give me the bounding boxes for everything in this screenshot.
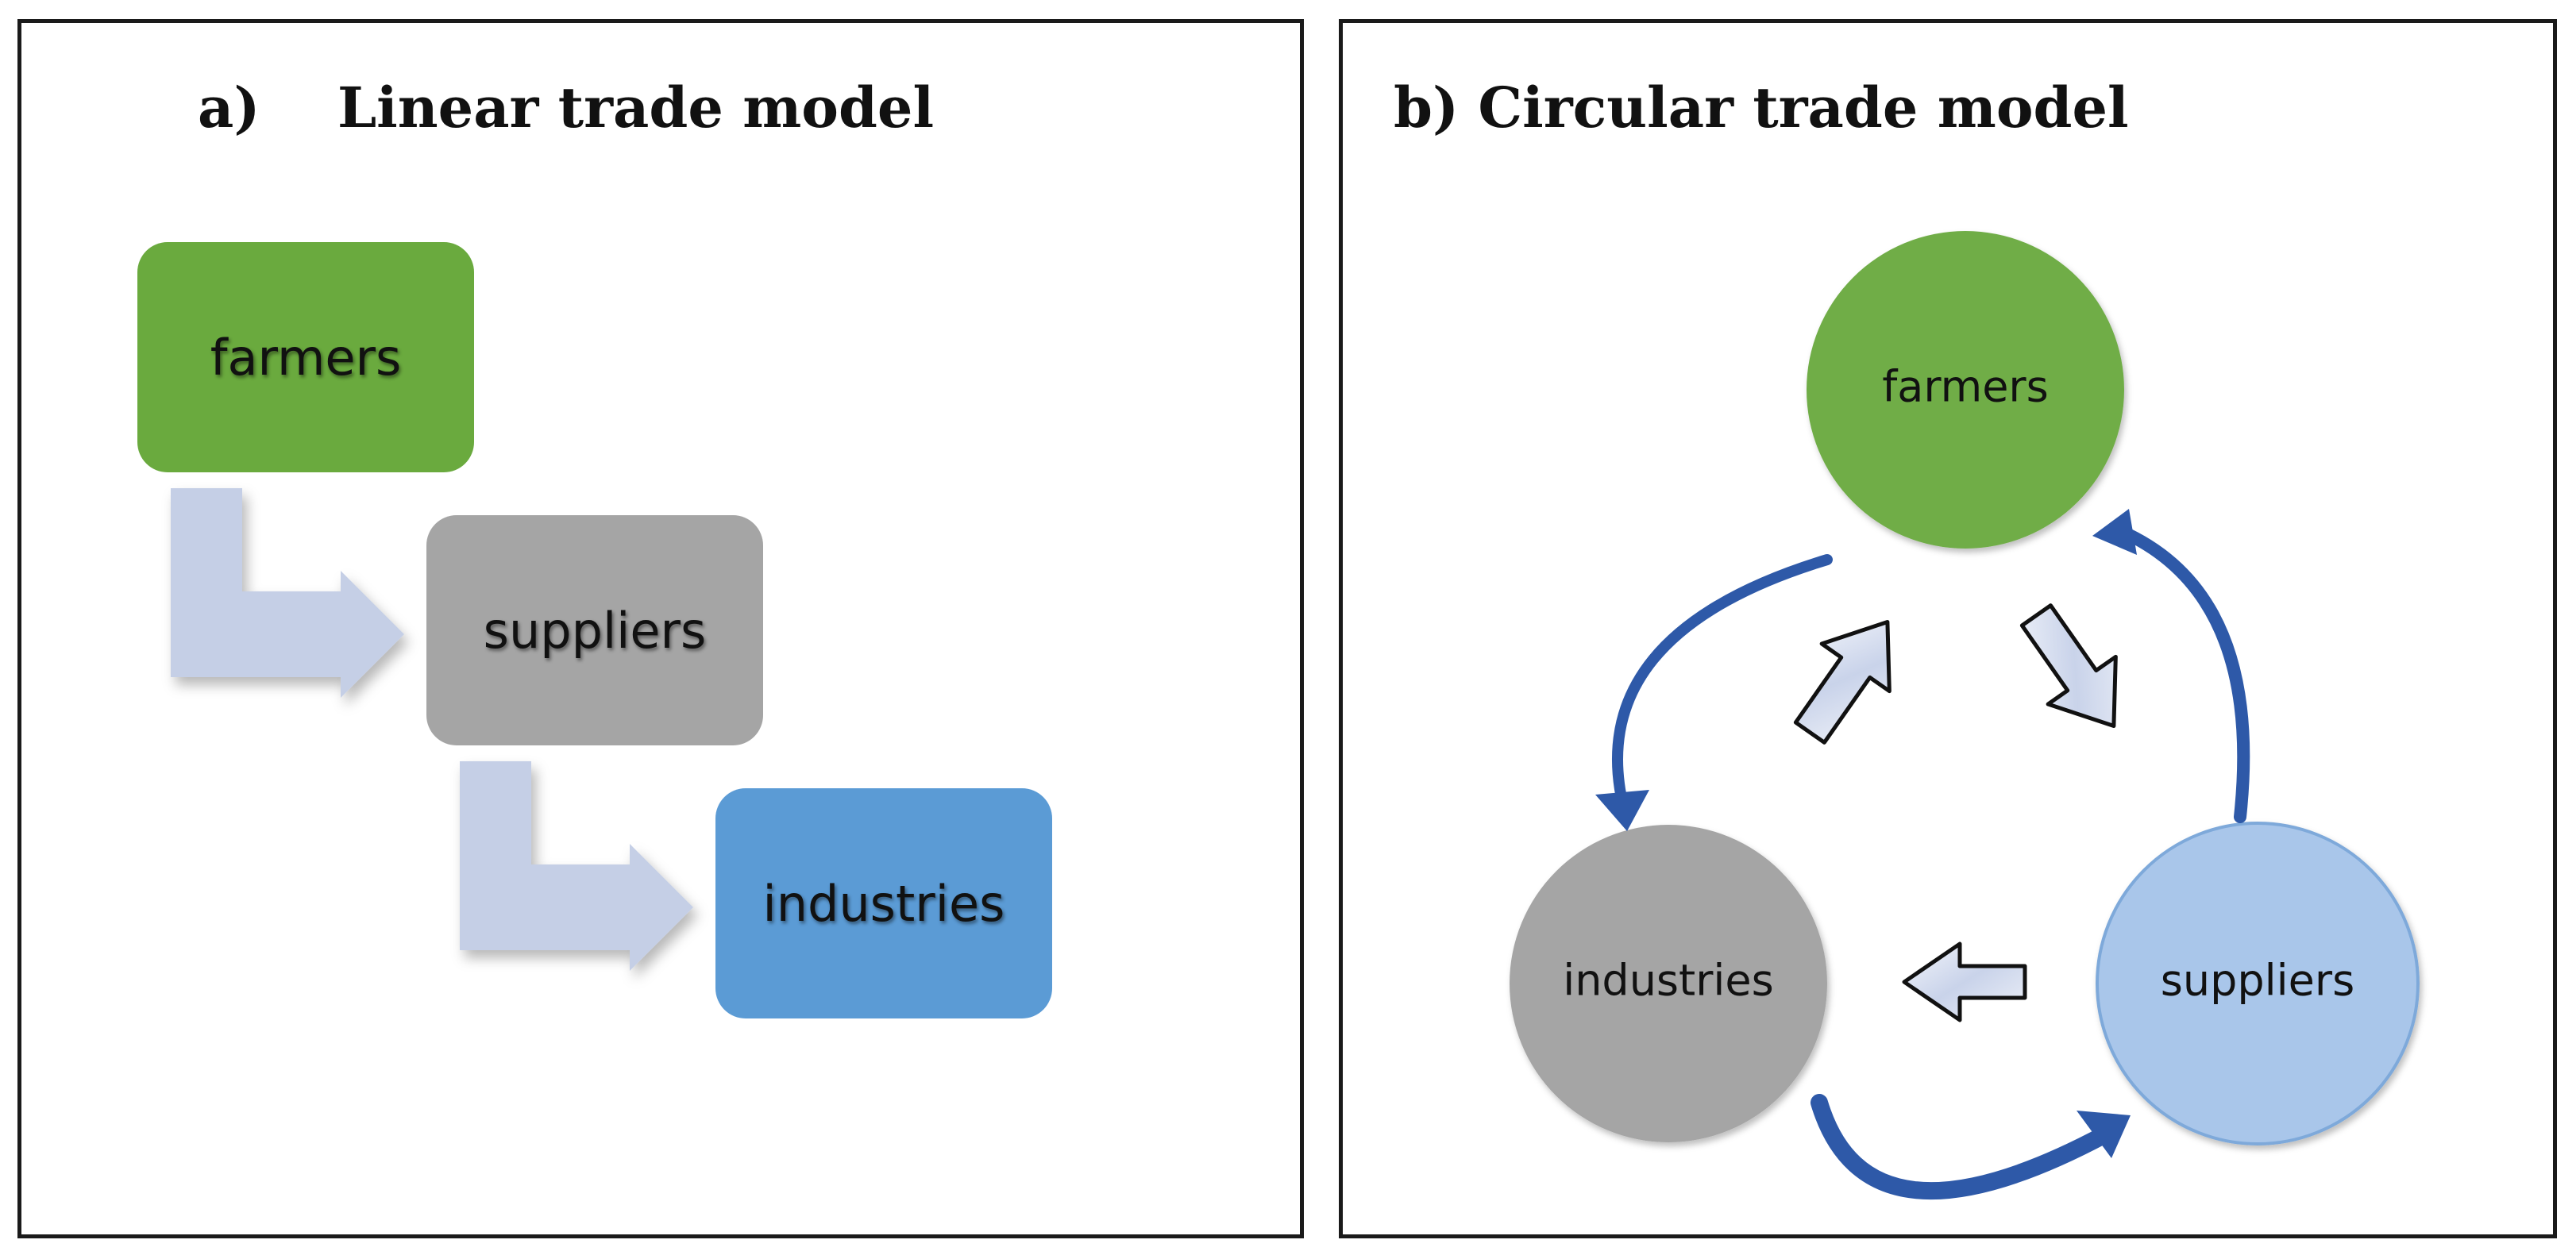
block-arrow-up-to-farmers: [1793, 619, 1892, 745]
panel-linear-model: a) Linear trade model farmers suppliers …: [17, 19, 1304, 1238]
suppliers-circle-label: suppliers: [2161, 956, 2354, 1006]
curved-arrow-head-3: [2092, 509, 2137, 555]
industries-label: industries: [762, 874, 1005, 933]
industries-box: industries: [715, 788, 1052, 1018]
panel-circular-model: b) Circular trade model farmers supplier…: [1339, 19, 2557, 1238]
curved-arrow-head-2: [2077, 1111, 2131, 1158]
suppliers-box: suppliers: [426, 515, 763, 745]
panel-a-title: a) Linear trade model: [198, 75, 935, 141]
farmers-label: farmers: [210, 328, 402, 387]
suppliers-label: suppliers: [483, 601, 707, 660]
farmers-circle-label: farmers: [1882, 362, 2049, 412]
circular-diagram: farmers suppliers industries: [1510, 231, 2420, 1200]
curved-arrow-suppliers-to-farmers: [2115, 525, 2250, 823]
bent-arrow-2: [460, 761, 693, 971]
suppliers-circle: [2096, 822, 2420, 1145]
industries-circle: [1510, 825, 1827, 1142]
farmers-circle: [1807, 231, 2124, 549]
farmers-box: farmers: [137, 242, 474, 472]
curved-arrow-industries-to-suppliers: [1811, 1094, 2114, 1200]
industries-circle-label: industries: [1563, 956, 1774, 1006]
linear-arrows: [171, 488, 693, 971]
panel-b-title: b) Circular trade model: [1394, 75, 2129, 141]
curved-arrow-farmers-to-industries: [1612, 554, 1833, 814]
block-arrow-down-to-suppliers: [2019, 603, 2118, 729]
bent-arrow-1: [171, 488, 404, 698]
block-arrow-left-to-industries: [1902, 941, 2027, 1022]
curved-arrow-head-1: [1595, 790, 1649, 831]
